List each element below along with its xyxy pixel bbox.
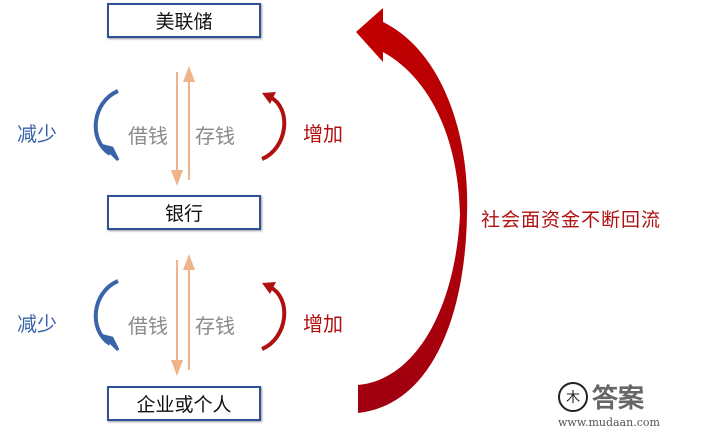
- borrow-label: 借钱: [128, 314, 168, 338]
- increase-curve-arrow-bottom: [261, 282, 287, 351]
- loop-arrow: [356, 8, 468, 413]
- decrease-curve-arrow-top: [93, 89, 120, 162]
- deposit-label: 存钱: [195, 124, 235, 148]
- watermark-brand: 答案: [592, 384, 645, 414]
- decrease-label: 减少: [17, 312, 57, 336]
- increase-label: 增加: [303, 122, 343, 146]
- vertical-arrows-top: [171, 66, 195, 186]
- deposit-label: 存钱: [195, 314, 235, 338]
- increase-label: 增加: [303, 312, 343, 336]
- loop-label: 社会面资金不断回流: [481, 209, 662, 231]
- bank-box: 银行: [107, 195, 261, 230]
- increase-curve-arrow-top: [261, 92, 287, 161]
- vertical-arrows-bottom: [171, 254, 195, 376]
- watermark-url: www.mudaan.com: [558, 416, 660, 429]
- enterprise-box: 企业或个人: [107, 386, 261, 421]
- decrease-label: 减少: [17, 122, 57, 146]
- borrow-label: 借钱: [128, 124, 168, 148]
- decrease-curve-arrow-bottom: [93, 279, 120, 352]
- logo-icon: 木: [558, 381, 588, 412]
- watermark: 木 答案 www.mudaan.com: [558, 378, 660, 429]
- fed-box: 美联储: [107, 3, 261, 38]
